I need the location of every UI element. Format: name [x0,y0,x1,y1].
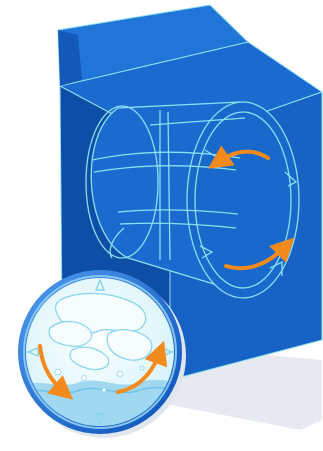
washer-diagram [0,0,323,451]
